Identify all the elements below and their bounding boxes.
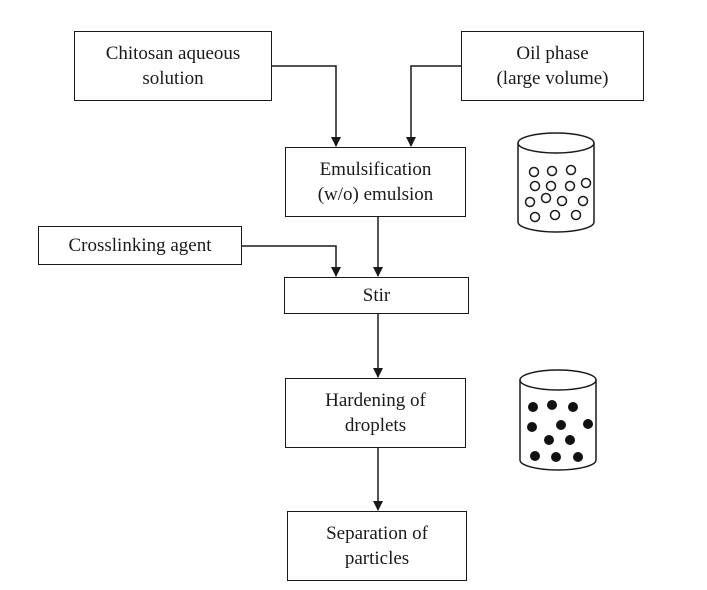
edge-chitosan-to-emulsification — [272, 65, 341, 147]
droplet — [528, 402, 538, 412]
node-oil-line-2: (large volume) — [496, 68, 609, 89]
droplet — [573, 452, 583, 462]
node-separation-of-particles: Separation of particles — [287, 511, 467, 581]
node-emulsification: Emulsification (w/o) emulsion — [285, 147, 466, 217]
droplet — [565, 164, 577, 176]
node-oil-phase: Oil phase (large volume) — [461, 31, 644, 101]
node-emulsification-line-1: Emulsification — [319, 159, 432, 180]
node-hardening-line-1: Hardening of — [325, 390, 426, 411]
droplet — [547, 400, 557, 410]
solid-droplets — [527, 400, 593, 462]
droplet — [551, 452, 561, 462]
node-separation-line-2: particles — [344, 548, 410, 569]
droplet — [545, 180, 557, 192]
node-chitosan-line-1: Chitosan aqueous — [105, 43, 241, 64]
droplet — [527, 422, 537, 432]
node-hardening-line-2: droplets — [344, 415, 407, 436]
droplet — [570, 209, 582, 221]
edge-crosslinking-to-stir — [242, 245, 341, 277]
node-crosslinking-agent: Crosslinking agent — [38, 226, 242, 265]
droplet — [580, 177, 592, 189]
node-stir-line-1: Stir — [362, 285, 391, 306]
droplet — [565, 435, 575, 445]
droplet — [529, 211, 541, 223]
droplet — [530, 451, 540, 461]
droplet — [556, 195, 568, 207]
node-chitosan-aqueous-solution: Chitosan aqueous solution — [74, 31, 272, 101]
droplet — [544, 435, 554, 445]
hardened-beaker-icon — [519, 369, 597, 471]
droplet — [568, 402, 578, 412]
droplet — [564, 180, 576, 192]
droplet — [556, 420, 566, 430]
node-oil-line-1: Oil phase — [516, 43, 589, 64]
droplet — [540, 192, 552, 204]
droplet — [524, 196, 536, 208]
node-separation-line-1: Separation of — [326, 523, 428, 544]
open-droplets — [524, 164, 592, 223]
node-emulsification-line-2: (w/o) emulsion — [317, 184, 434, 205]
edge-oil-to-emulsification — [406, 65, 461, 147]
node-crosslinking-line-1: Crosslinking agent — [68, 235, 212, 256]
droplet — [528, 166, 540, 178]
droplet — [529, 180, 541, 192]
droplet — [583, 419, 593, 429]
droplet — [549, 209, 561, 221]
droplet — [546, 165, 558, 177]
node-chitosan-line-2: solution — [142, 68, 204, 89]
node-stir: Stir — [284, 277, 469, 314]
droplet — [577, 195, 589, 207]
emulsion-beaker-icon — [517, 132, 595, 233]
node-hardening-of-droplets: Hardening of droplets — [285, 378, 466, 448]
